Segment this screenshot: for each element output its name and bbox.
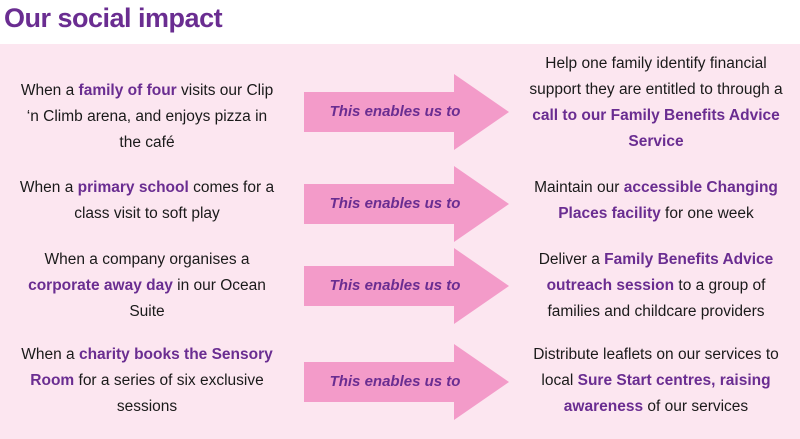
arrow-label: This enables us to	[329, 195, 461, 212]
body-text: visits our Clip ‘n Climb arena, and enjo…	[26, 82, 274, 151]
effect-text: Help one family identify financial suppo…	[520, 51, 792, 155]
body-text: Distribute leaflets on our services to l…	[533, 346, 779, 389]
impact-panel: When a family of four visits our Clip ‘n…	[0, 44, 800, 439]
highlight-text: accessible Changing Places facility	[558, 179, 778, 222]
body-text: Help one family identify financial suppo…	[529, 55, 783, 98]
body-text: When a	[21, 346, 79, 363]
body-text: Maintain our	[534, 179, 624, 196]
arrow-label: This enables us to	[329, 277, 461, 294]
arrow-shape	[304, 248, 509, 324]
effect-text: Distribute leaflets on our services to l…	[520, 342, 792, 420]
body-text: in our Ocean Suite	[129, 277, 266, 320]
highlight-text: primary school	[77, 179, 189, 196]
body-text: to a group of families and childcare pro…	[547, 277, 766, 320]
arrow-shape	[304, 74, 509, 150]
highlight-text: Family Benefits Advice outreach session	[546, 251, 774, 294]
body-text: for one week	[660, 205, 754, 222]
arrow-icon: This enables us to	[304, 166, 509, 242]
body-text: When a	[19, 179, 78, 196]
body-text: comes for a class visit to soft play	[74, 179, 275, 222]
impact-row-charity: When a charity books the Sensory Room fo…	[0, 340, 800, 430]
arrow-label: This enables us to	[329, 373, 461, 390]
arrow-label: This enables us to	[329, 103, 461, 120]
impact-row-corporate: When a company organises a corporate awa…	[0, 244, 800, 334]
arrow-icon: This enables us to	[304, 74, 509, 150]
body-text: Deliver a	[538, 251, 605, 268]
effect-text: Maintain our accessible Changing Places …	[520, 175, 792, 227]
highlight-text: Sure Start centres, raising awareness	[563, 372, 771, 415]
cause-text: When a charity books the Sensory Room fo…	[14, 342, 280, 420]
highlight-text: family of four	[78, 82, 177, 99]
arrow-icon: This enables us to	[304, 344, 509, 420]
body-text: for a series of six exclusive sessions	[74, 372, 264, 415]
arrow-icon: This enables us to	[304, 248, 509, 324]
body-text: When a company organises a	[44, 251, 250, 268]
page-title: Our social impact	[4, 3, 223, 33]
impact-row-school: When a primary school comes for a class …	[0, 166, 800, 244]
body-text: of our services	[643, 398, 749, 415]
arrow-shape	[304, 344, 509, 420]
highlight-text: corporate away day	[28, 277, 173, 294]
cause-text: When a primary school comes for a class …	[14, 175, 280, 227]
arrow-shape	[304, 166, 509, 242]
impact-row-family: When a family of four visits our Clip ‘n…	[0, 54, 800, 174]
highlight-text: call to our Family Benefits Advice Servi…	[532, 107, 780, 150]
effect-text: Deliver a Family Benefits Advice outreac…	[520, 247, 792, 325]
highlight-text: charity books the Sensory Room	[30, 346, 273, 389]
cause-text: When a family of four visits our Clip ‘n…	[14, 78, 280, 156]
cause-text: When a company organises a corporate awa…	[14, 247, 280, 325]
body-text: When a	[20, 82, 79, 99]
